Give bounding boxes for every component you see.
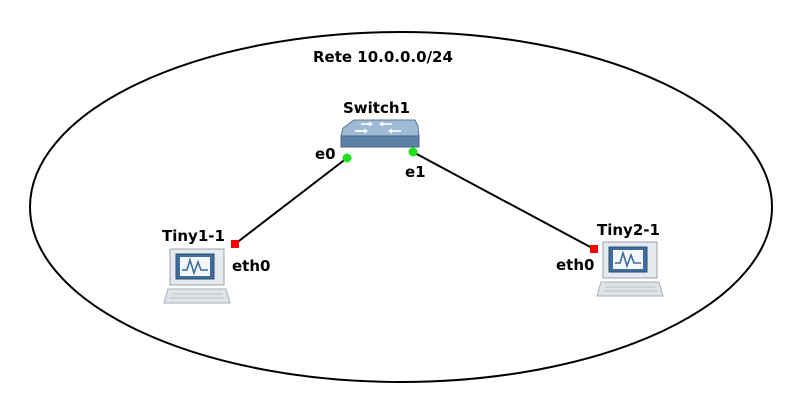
switch-label: Switch1 <box>343 99 410 117</box>
port-label-switch-e1: e1 <box>405 163 426 181</box>
computer-icon <box>163 248 231 304</box>
network-label: Rete 10.0.0.0/24 <box>313 48 453 66</box>
network-ellipse[interactable] <box>29 31 773 383</box>
ethernet-switch-icon <box>340 119 420 148</box>
switch-node[interactable]: Switch1 <box>340 99 420 148</box>
tiny2-node[interactable]: Tiny2-1 <box>596 221 664 297</box>
port-status-up-icon <box>342 153 352 163</box>
port-label-tiny2-eth0: eth0 <box>556 256 594 274</box>
port-label-switch-e0: e0 <box>315 145 336 163</box>
tiny1-label: Tiny1-1 <box>162 227 225 245</box>
tiny2-label: Tiny2-1 <box>597 221 660 239</box>
port-status-down-icon <box>590 245 598 253</box>
port-status-down-icon <box>231 240 239 248</box>
port-status-up-icon <box>408 147 418 157</box>
link-switch-tiny1[interactable] <box>234 157 348 245</box>
link-switch-tiny2[interactable] <box>412 151 595 250</box>
computer-icon <box>596 241 664 297</box>
port-label-tiny1-eth0: eth0 <box>232 257 270 275</box>
tiny1-node[interactable]: Tiny1-1 <box>162 227 231 304</box>
